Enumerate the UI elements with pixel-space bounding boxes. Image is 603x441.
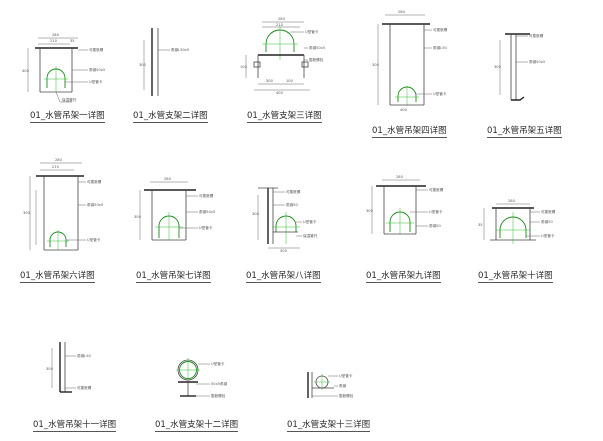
d10-dim-a: 35 bbox=[478, 223, 483, 227]
d1-note4: 保温管托 bbox=[62, 97, 77, 102]
svg-text:100: 100 bbox=[240, 65, 248, 69]
caption-detail-2: 01_水管支架二详图 bbox=[133, 111, 208, 123]
d8-note1: 可膨胀螺 bbox=[286, 189, 301, 194]
d5-dim-side: 300 bbox=[494, 65, 502, 69]
d10-note1: 可膨胀螺 bbox=[541, 209, 556, 214]
detail-12: U型管卡 50x5角钢 膨胀螺栓 bbox=[176, 358, 228, 398]
d10-dim-top: 280 bbox=[508, 199, 516, 203]
caption-detail-13: 01_水管支架十三详图 bbox=[287, 420, 371, 432]
d3-note1: U型管卡 bbox=[305, 29, 319, 34]
caption-detail-7: 01_水管吊架七详图 bbox=[136, 271, 211, 283]
d4-dim-side: 300 bbox=[372, 63, 380, 67]
d11-note2: 可膨胀螺 bbox=[77, 385, 92, 390]
d13-note3: 膨胀螺栓 bbox=[339, 393, 354, 398]
d6-dim-a: 210 bbox=[52, 165, 60, 169]
d3-dim-d: 400 bbox=[276, 91, 284, 95]
d12-note1: U型管卡 bbox=[211, 361, 225, 366]
detail-13: U型管卡 角钢 膨胀螺栓 bbox=[307, 372, 354, 398]
caption-detail-10: 01_水管吊架十详图 bbox=[478, 271, 553, 283]
d12-note2: 50x5角钢 bbox=[211, 381, 228, 386]
d1-note2: 角钢50x5 bbox=[89, 67, 105, 72]
detail-5: 300 可膨胀螺 角钢50x5 bbox=[494, 33, 545, 101]
d10-note3: U型管卡 bbox=[541, 233, 555, 238]
detail-8: 300 可膨胀螺 角钢50 U型管卡 保温管托 300 bbox=[252, 187, 318, 253]
d4-note1: 可膨胀螺 bbox=[433, 27, 448, 32]
d4-note2: 角钢L50 bbox=[433, 45, 447, 50]
d8-dim-side: 300 bbox=[252, 212, 260, 216]
d4-note3: U型管卡 bbox=[433, 91, 447, 96]
caption-detail-8: 01_水管吊架八详图 bbox=[246, 271, 321, 283]
d2-note1: 角钢L50x5 bbox=[171, 47, 189, 52]
detail-6: 280 210 300 可膨胀螺 角钢50x5 U型管卡 bbox=[23, 158, 103, 251]
d1-dim-a: 210 bbox=[50, 39, 58, 43]
d11-note1: 角钢L50 bbox=[77, 353, 91, 358]
caption-detail-3: 01_水管支架三详图 bbox=[247, 111, 322, 123]
svg-text:100: 100 bbox=[286, 79, 294, 83]
d5-note2: 角钢50x5 bbox=[529, 59, 545, 64]
d3-dim-b: 210 bbox=[276, 23, 284, 27]
detail-3: 280 210 300 100 400 U型管卡 角钢50x5 膨胀螺栓 100 bbox=[240, 17, 325, 95]
caption-detail-1: 01_水管吊架一详图 bbox=[30, 111, 105, 123]
d3-dim-c: 300 bbox=[266, 79, 274, 83]
d7-note1: 可膨胀螺 bbox=[199, 193, 214, 198]
d9-note2: U型管卡 bbox=[429, 209, 443, 214]
detail-11: 300 角钢L50 可膨胀螺 bbox=[46, 342, 92, 393]
d12-note3: 膨胀螺栓 bbox=[211, 393, 226, 398]
caption-detail-5: 01_水管吊架五详图 bbox=[487, 126, 562, 138]
detail-7: 280 300 可膨胀螺 角钢50x5 U型管卡 bbox=[134, 177, 215, 241]
d6-dim-top: 280 bbox=[55, 158, 63, 162]
d8-note3: U型管卡 bbox=[303, 219, 317, 224]
detail-4: 280 300 可膨胀螺 角钢L50 U型管卡 400 bbox=[372, 10, 448, 112]
detail-9: 280 300 可膨胀螺 U型管卡 角钢50 bbox=[366, 175, 444, 235]
d5-note1: 可膨胀螺 bbox=[529, 33, 544, 38]
d1-note1: 可膨胀螺 bbox=[89, 47, 104, 52]
d3-note2: 角钢50x5 bbox=[309, 45, 325, 50]
d6-note3: U型管卡 bbox=[87, 237, 101, 242]
d4-dim-top: 280 bbox=[398, 10, 406, 14]
d13-note1: U型管卡 bbox=[339, 373, 353, 378]
caption-detail-4: 01_水管吊架四详图 bbox=[372, 126, 447, 138]
d7-note2: 角钢50x5 bbox=[199, 209, 215, 214]
d11-dim-side: 300 bbox=[46, 367, 54, 371]
detail-10: 280 35 可膨胀螺 角钢50 U型管卡 bbox=[478, 199, 556, 244]
d6-dim-side: 300 bbox=[23, 211, 31, 215]
d9-note1: 可膨胀螺 bbox=[429, 187, 444, 192]
caption-detail-6: 01_水管吊架六详图 bbox=[20, 271, 95, 283]
d10-note2: 角钢50 bbox=[541, 219, 553, 224]
d3-dim-a: 280 bbox=[278, 17, 286, 21]
d8-note2: 角钢50 bbox=[286, 202, 298, 207]
caption-detail-9: 01_水管吊架九详图 bbox=[366, 271, 441, 283]
d7-dim-side: 300 bbox=[134, 215, 142, 219]
detail-2: 300 角钢L50x5 bbox=[139, 28, 189, 96]
d2-dim-side: 300 bbox=[139, 63, 147, 67]
d9-dim-side: 300 bbox=[366, 209, 374, 213]
d1-dim-b: 35 bbox=[70, 39, 75, 43]
d1-note3: U型管卡 bbox=[89, 79, 103, 84]
d1-dim-side: 400 bbox=[22, 69, 30, 73]
d4-dim-a: 400 bbox=[400, 108, 408, 112]
d8-note4: 保温管托 bbox=[303, 233, 318, 238]
d9-note3: 角钢50 bbox=[429, 223, 441, 228]
d8-dim-a: 300 bbox=[280, 249, 288, 253]
caption-detail-11: 01_水管吊架十一详图 bbox=[33, 420, 117, 432]
d13-note2: 角钢 bbox=[339, 383, 347, 388]
d6-note2: 角钢50x5 bbox=[87, 202, 103, 207]
caption-detail-12: 01_水管支架十二详图 bbox=[155, 420, 239, 432]
d7-dim-top: 280 bbox=[164, 177, 172, 181]
detail-1: 280 210 35 400 可膨胀螺 角钢50x5 U型管卡 保温管托 bbox=[22, 33, 105, 103]
d6-note1: 可膨胀螺 bbox=[87, 179, 102, 184]
d3-note3: 膨胀螺栓 bbox=[309, 57, 324, 62]
d7-note3: U型管卡 bbox=[199, 225, 213, 230]
d9-dim-top: 280 bbox=[396, 175, 404, 179]
d1-dim-top: 280 bbox=[52, 33, 60, 37]
